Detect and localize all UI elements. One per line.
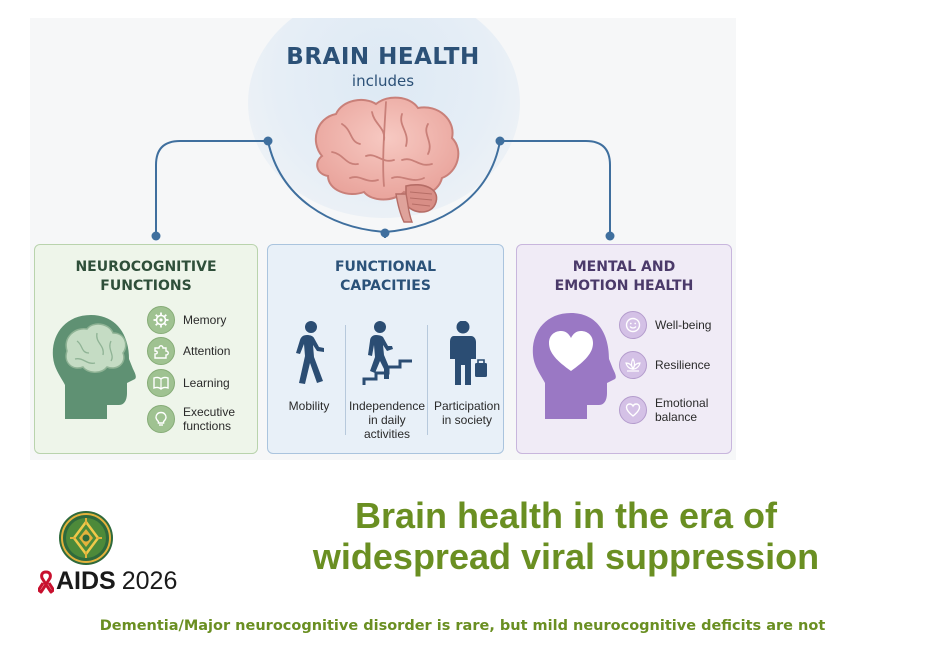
item-label-line: functions <box>183 419 232 433</box>
item-label-line: activities <box>363 427 410 441</box>
slide-headline-line: widespread viral suppression <box>312 536 820 577</box>
item-label: Attention <box>183 344 231 358</box>
card-title-line: MENTAL AND <box>572 259 676 275</box>
item-label-line: Independence <box>348 399 426 413</box>
infographic-title: BRAIN HEALTH <box>286 44 480 70</box>
head-with-heart-icon <box>532 313 616 419</box>
slide-title-area <box>0 478 925 655</box>
card-title: MENTAL AND EMOTION HEALTH <box>517 258 731 296</box>
mental-item-resilience: Resilience <box>619 351 710 379</box>
slide-headline-line: Brain health in the era of <box>354 495 778 536</box>
smiley-face-icon <box>619 311 647 339</box>
item-label: Emotional balance <box>655 396 708 424</box>
book-icon <box>147 369 175 397</box>
item-label: Resilience <box>655 358 711 372</box>
column-divider <box>427 325 428 435</box>
neuro-item-learning: Learning <box>147 369 230 397</box>
item-label-line: Participation <box>433 399 501 413</box>
red-ribbon-icon <box>38 570 54 593</box>
lightbulb-icon <box>147 405 175 433</box>
conference-seal-logo <box>59 511 113 565</box>
functional-item-mobility: Mobility <box>270 317 348 447</box>
item-label: Executive functions <box>183 405 235 433</box>
mental-item-emotional-balance: Emotional balance <box>619 396 708 424</box>
item-label: Learning <box>183 376 230 390</box>
item-label-line: Executive <box>183 405 236 419</box>
infographic-subtitle: includes <box>351 72 415 90</box>
brain-icon <box>314 96 460 223</box>
card-title-line: NEUROCOGNITIVE <box>75 259 217 275</box>
neuro-item-executive-functions: Executive functions <box>147 405 235 433</box>
column-divider <box>345 325 346 435</box>
mental-item-well-being: Well-being <box>619 311 711 339</box>
functional-item-independence: Independence in daily activities <box>348 317 426 447</box>
heart-icon <box>619 396 647 424</box>
aids-2026-logo: AIDS 2026 <box>38 567 177 596</box>
item-label: Mobility <box>288 399 330 413</box>
gear-icon <box>147 306 175 334</box>
slide-subtitle: Dementia/Major neurocognitive disorder i… <box>99 618 826 634</box>
aids-wordmark: AIDS <box>56 567 116 595</box>
puzzle-icon <box>147 337 175 365</box>
walking-person-icon <box>296 321 324 384</box>
head-with-brain-icon <box>52 315 136 419</box>
item-label-line: in society <box>441 413 493 427</box>
neuro-item-memory: Memory <box>147 306 226 334</box>
mental-emotion-health-card: MENTAL AND EMOTION HEALTH Well-being Res… <box>516 244 732 454</box>
neurocognitive-functions-card: NEUROCOGNITIVE FUNCTIONS Memory Attentio… <box>34 244 258 454</box>
functional-item-participation: Participation in society <box>428 317 506 447</box>
person-climbing-stairs-icon <box>362 321 412 385</box>
functional-capacities-card: FUNCTIONAL CAPACITIES Mobility Independe… <box>267 244 504 454</box>
item-label: Memory <box>183 313 227 327</box>
item-label-line: Emotional <box>655 396 709 410</box>
item-label-line: balance <box>655 410 698 424</box>
card-title-line: FUNCTIONS <box>100 278 192 294</box>
card-title-line: FUNCTIONAL <box>334 259 437 275</box>
person-with-briefcase-icon <box>450 321 487 385</box>
neuro-item-attention: Attention <box>147 337 230 365</box>
item-label: Well-being <box>655 318 712 332</box>
brain-health-infographic: BRAIN HEALTH includes <box>30 18 736 460</box>
connector-lines <box>151 136 615 241</box>
aids-year: 2026 <box>121 567 178 595</box>
item-label: Independence in daily activities <box>348 399 426 441</box>
lotus-icon <box>619 351 647 379</box>
item-label: Participation in society <box>428 399 506 427</box>
card-title: FUNCTIONAL CAPACITIES <box>268 258 503 296</box>
card-title: NEUROCOGNITIVE FUNCTIONS <box>35 258 257 296</box>
slide-headline: Brain health in the era of widespread vi… <box>232 495 900 577</box>
card-title-line: CAPACITIES <box>340 278 431 294</box>
item-label-line: in daily <box>368 413 406 427</box>
card-title-line: EMOTION HEALTH <box>554 278 694 294</box>
